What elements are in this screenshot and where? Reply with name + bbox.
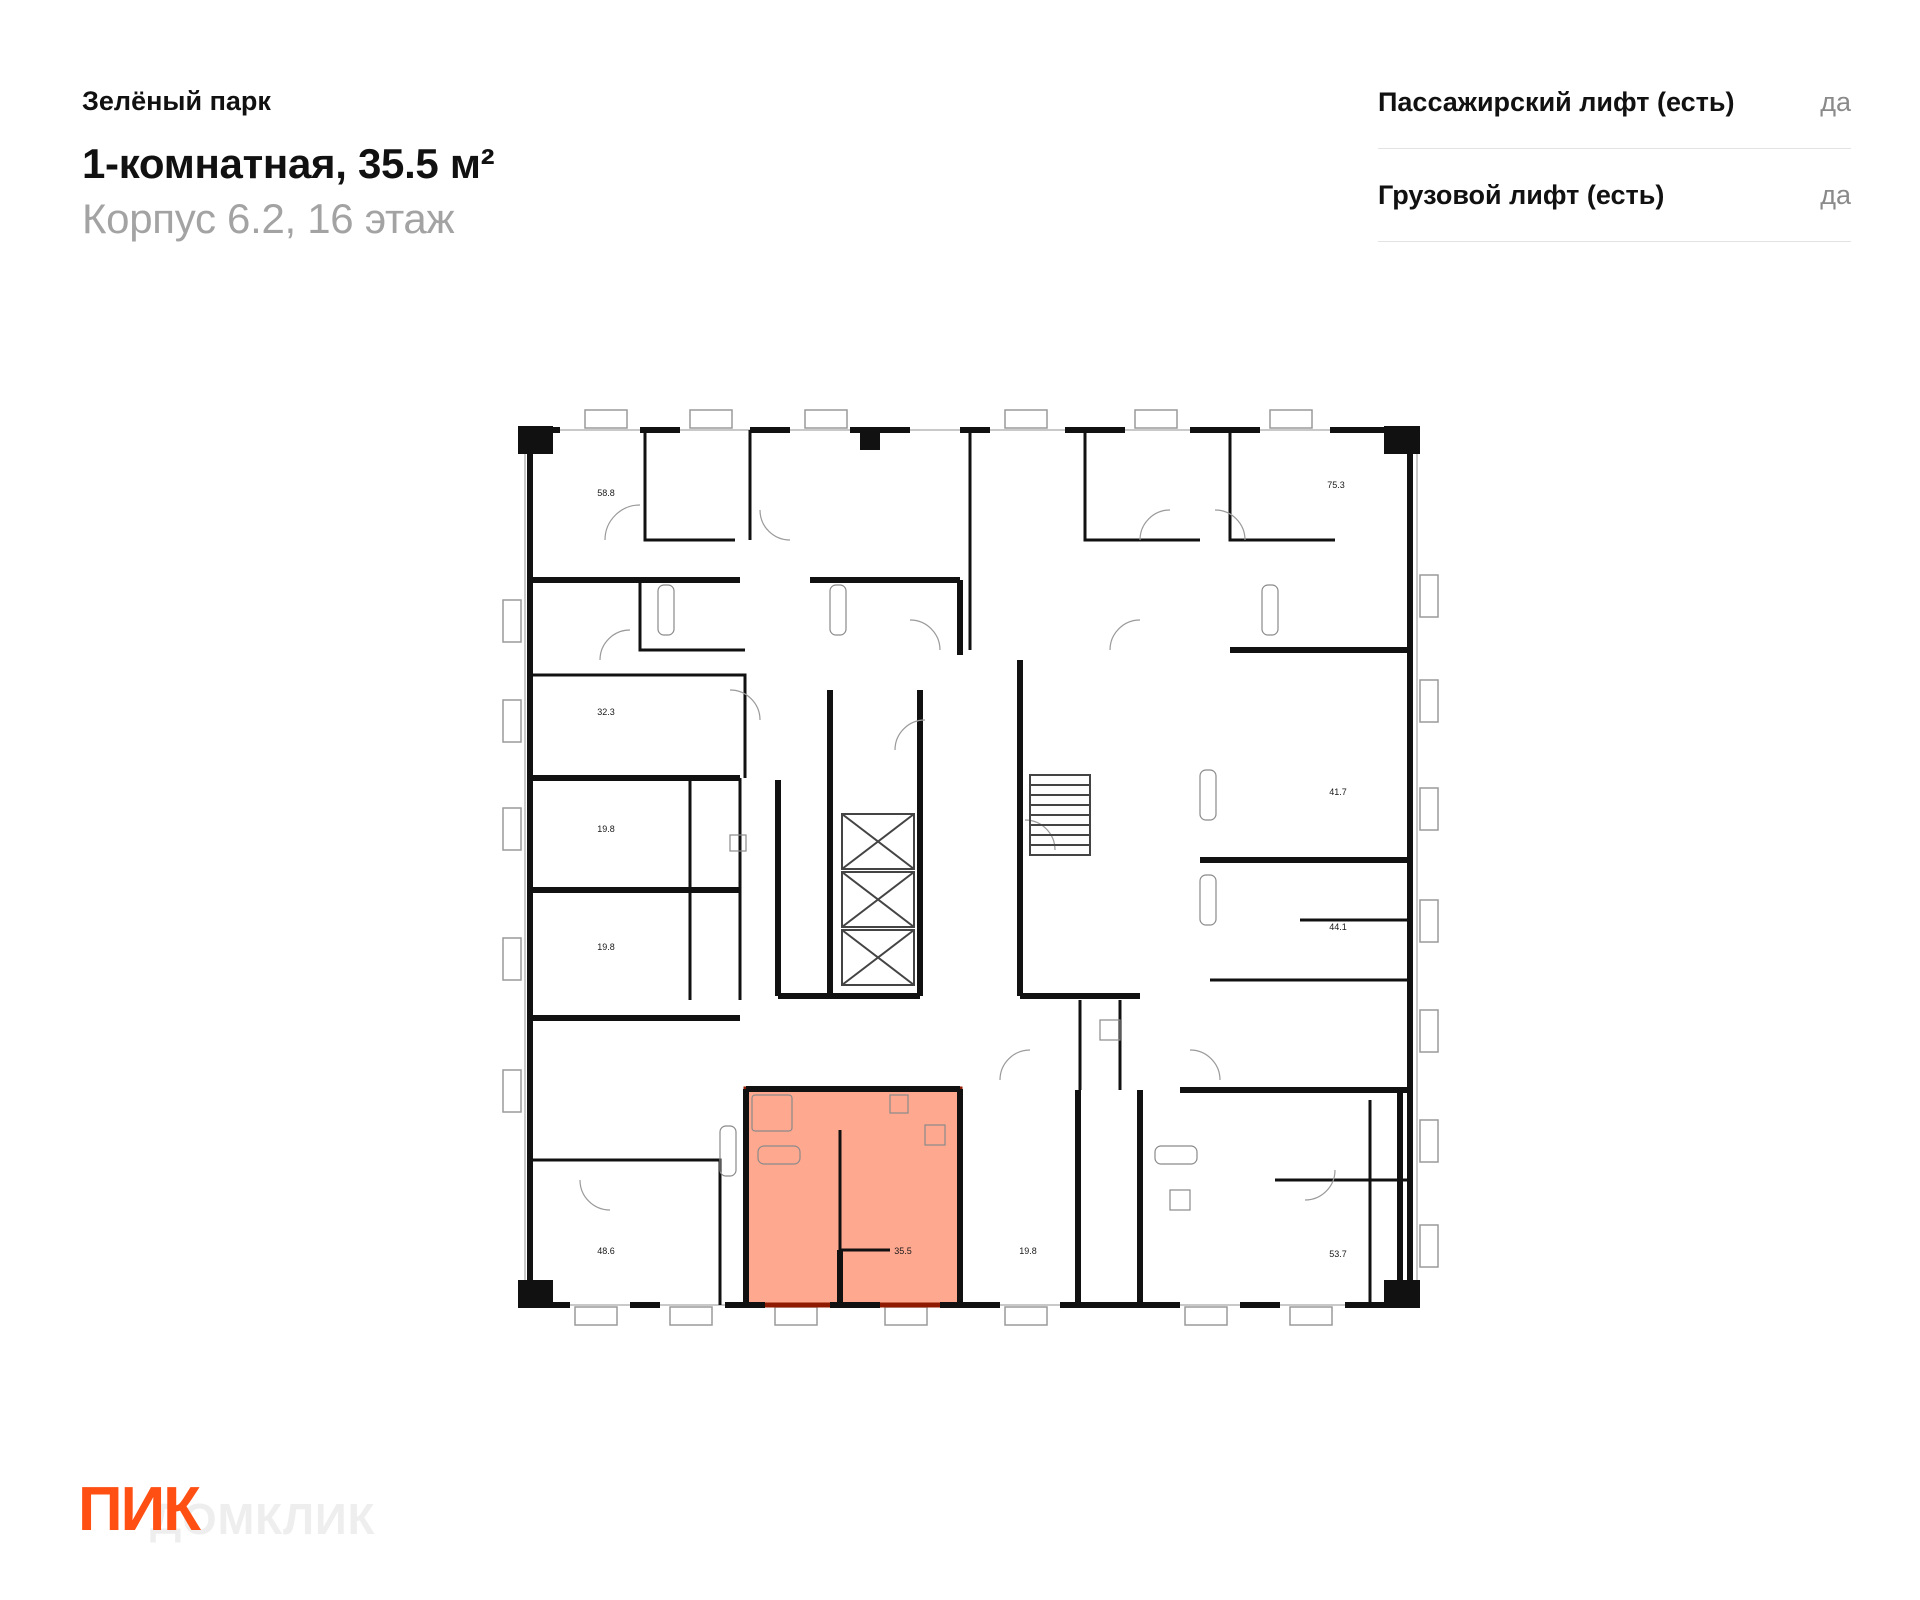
unit-area: 19.8 — [597, 824, 615, 834]
unit-area-labels: 58.8 75.3 32.3 41.7 19.8 44.1 19.8 48.6 … — [597, 480, 1347, 1259]
unit-area: 58.8 — [597, 488, 615, 498]
feature-label: Грузовой лифт (есть) — [1378, 179, 1665, 210]
highlighted-apartment[interactable] — [743, 1086, 963, 1308]
feature-list: Пассажирский лифт (есть) да Грузовой лиф… — [1378, 56, 1851, 242]
window-marks — [502, 409, 1439, 1326]
unit-area: 41.7 — [1329, 787, 1347, 797]
fixtures — [657, 584, 1279, 1211]
unit-area: 48.6 — [597, 1246, 615, 1256]
feature-label: Пассажирский лифт (есть) — [1378, 86, 1735, 117]
feature-freight-lift: Грузовой лифт (есть) да — [1378, 149, 1851, 242]
complex-name: Зелёный парк — [82, 86, 271, 116]
feature-passenger-lift: Пассажирский лифт (есть) да — [1378, 56, 1851, 149]
building-floor: Корпус 6.2, 16 этаж — [82, 195, 455, 242]
elevator-core — [841, 774, 1091, 986]
unit-area: 19.8 — [597, 942, 615, 952]
unit-area: 32.3 — [597, 707, 615, 717]
brand-logo-text: ПИК — [78, 1478, 201, 1544]
unit-area: 44.1 — [1329, 922, 1347, 932]
floor-plan: 58.8 75.3 32.3 41.7 19.8 44.1 19.8 48.6 … — [502, 409, 1439, 1326]
unit-area: 19.8 — [1019, 1246, 1037, 1256]
brand-logo: ДОМКЛИК ПИК — [78, 1478, 375, 1544]
feature-value: да — [1820, 86, 1851, 117]
feature-value: да — [1820, 179, 1851, 210]
unit-area: 75.3 — [1327, 480, 1345, 490]
partition-walls — [530, 430, 1410, 1305]
unit-area: 53.7 — [1329, 1249, 1347, 1259]
brand-watermark: ДОМКЛИК — [150, 1495, 375, 1544]
unit-area: 35.5 — [894, 1246, 912, 1256]
apartment-title: 1-комнатная, 35.5 м² — [82, 140, 495, 187]
